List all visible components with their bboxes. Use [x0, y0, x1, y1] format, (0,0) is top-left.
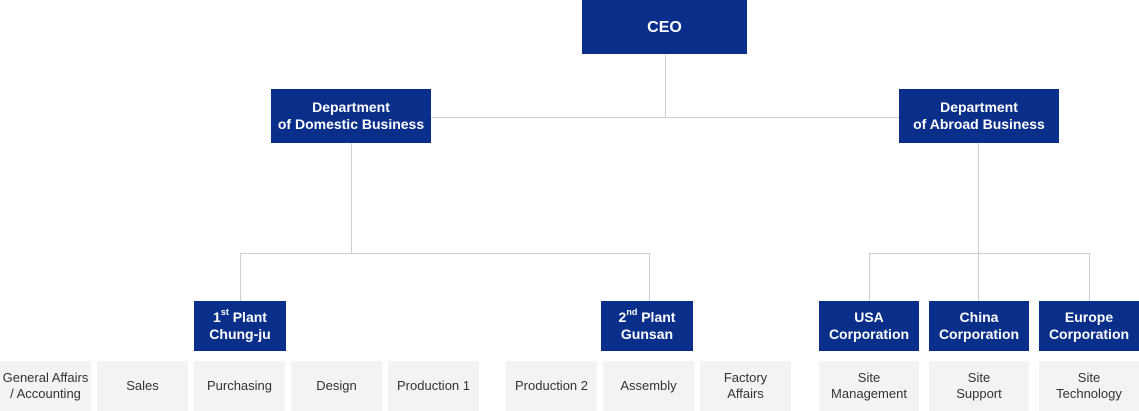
plant2-number: 2	[618, 309, 627, 325]
ceo-box: CEO	[582, 0, 747, 54]
connector-plant1-up	[240, 253, 241, 301]
europe-corporation-box: Europe Corporation	[1039, 301, 1139, 351]
unit-sales: Sales	[97, 361, 188, 411]
unit-production-1: Production 1	[388, 361, 479, 411]
connector-domestic-down	[351, 143, 352, 253]
connector-usa-up	[869, 253, 870, 301]
unit-site-management: Site Management	[819, 361, 919, 411]
unit-design: Design	[291, 361, 382, 411]
unit-site-support: Site Support	[929, 361, 1029, 411]
usa-corporation-box: USA Corporation	[819, 301, 919, 351]
connector-corporations	[869, 253, 1090, 254]
plant1-label: Plant Chung-ju	[209, 309, 271, 342]
domestic-department-box: Department of Domestic Business	[271, 89, 431, 143]
plant2-ordinal: nd	[626, 307, 638, 318]
connector-plants	[240, 253, 650, 254]
plant1-ordinal: st	[220, 307, 229, 318]
unit-assembly: Assembly	[603, 361, 694, 411]
plant2-label: Plant Gunsan	[620, 309, 676, 342]
connector-europe-up	[1089, 253, 1090, 301]
plant1-number: 1	[213, 309, 221, 325]
unit-general-affairs: General Affairs / Accounting	[0, 361, 91, 411]
connector-departments	[430, 117, 900, 118]
unit-purchasing: Purchasing	[194, 361, 285, 411]
connector-ceo-down	[665, 54, 666, 117]
unit-production-2: Production 2	[506, 361, 597, 411]
unit-factory-affairs: Factory Affairs	[700, 361, 791, 411]
plant-chungju-box: 1st Plant Chung-ju	[194, 301, 286, 351]
connector-abroad-down	[978, 143, 979, 253]
connector-plant2-up	[649, 253, 650, 301]
abroad-department-box: Department of Abroad Business	[899, 89, 1059, 143]
connector-china-up	[978, 253, 979, 301]
unit-site-technology: Site Technology	[1039, 361, 1139, 411]
plant-gunsan-box: 2nd Plant Gunsan	[601, 301, 693, 351]
china-corporation-box: China Corporation	[929, 301, 1029, 351]
